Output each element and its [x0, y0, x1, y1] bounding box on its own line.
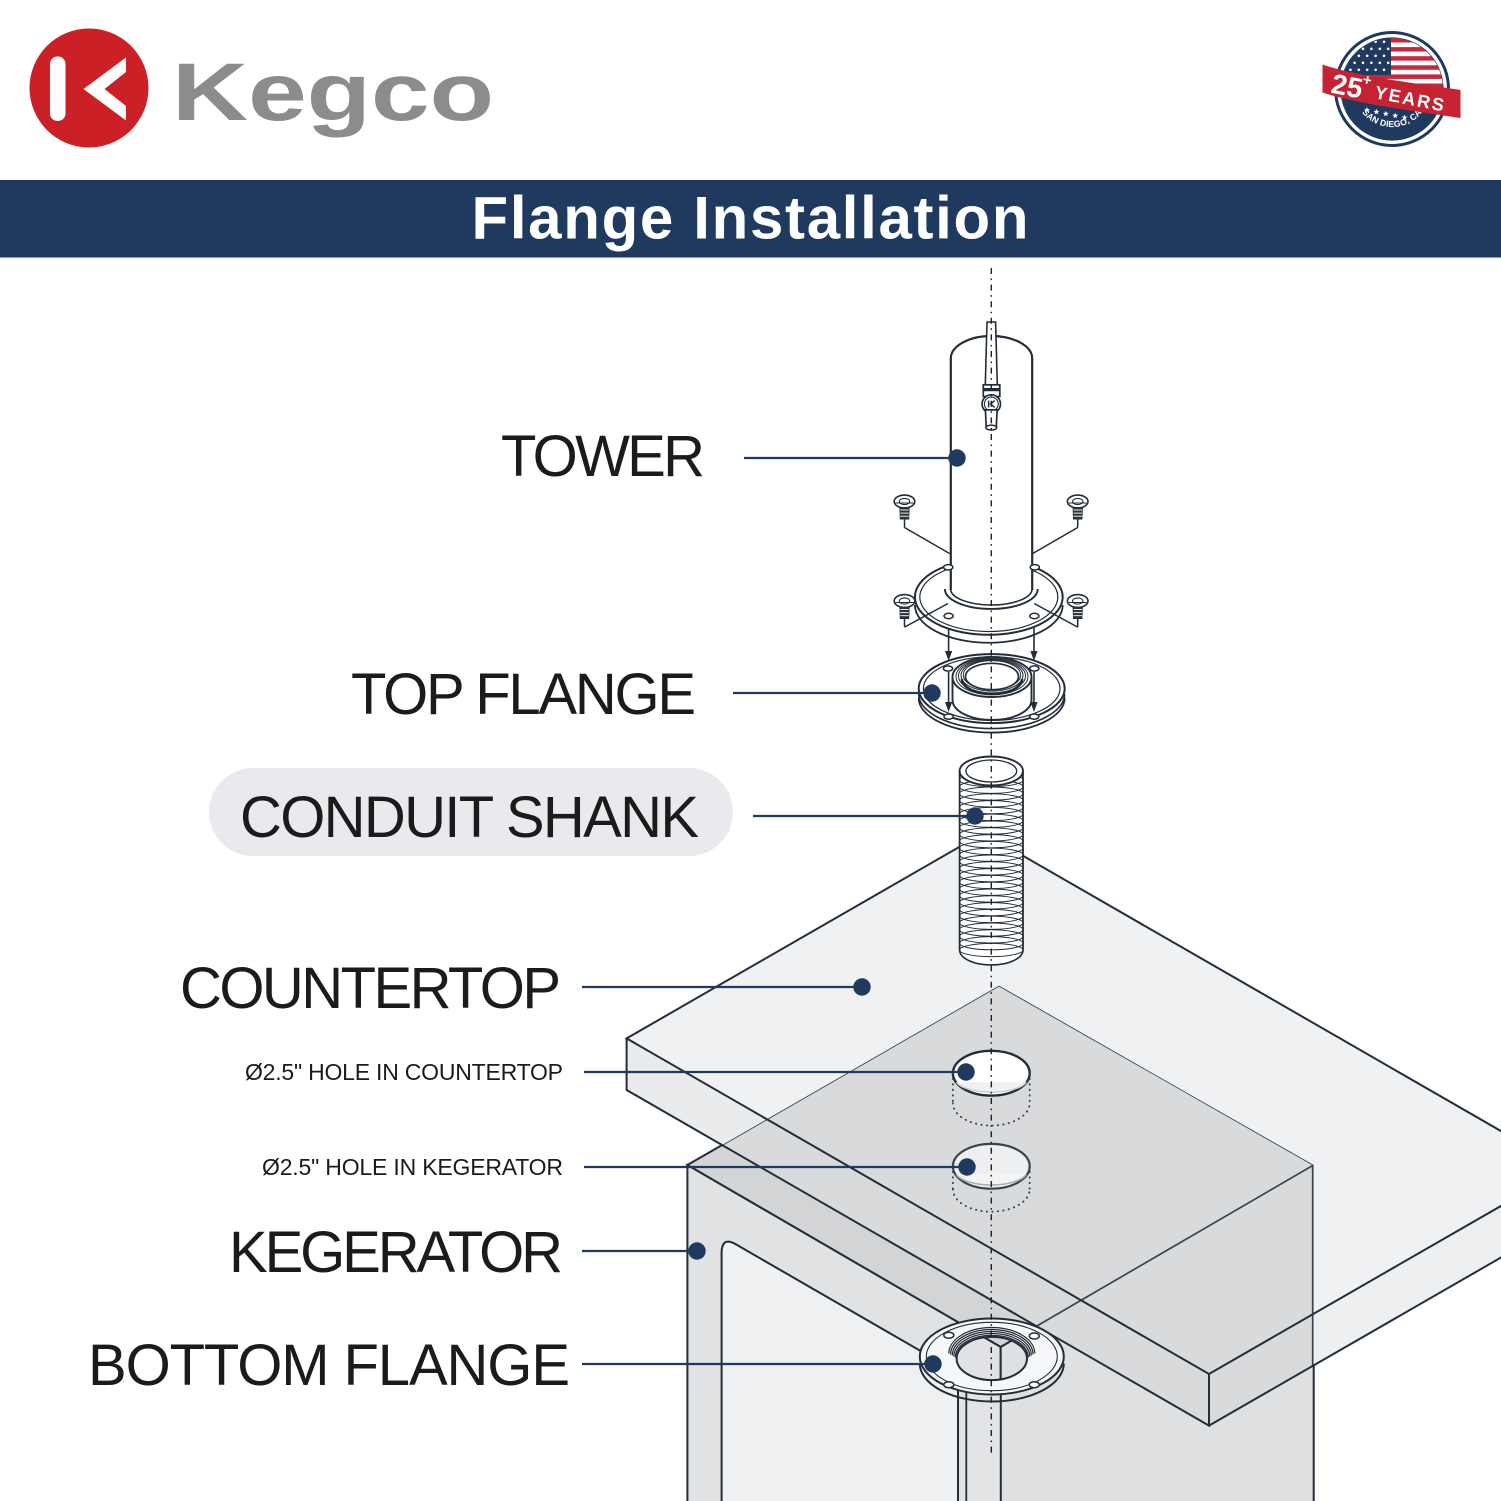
svg-text:CONDUIT SHANK: CONDUIT SHANK [240, 785, 699, 850]
svg-text:BOTTOM FLANGE: BOTTOM FLANGE [88, 1333, 570, 1398]
svg-text:Ø2.5" HOLE IN COUNTERTOP: Ø2.5" HOLE IN COUNTERTOP [245, 1059, 563, 1085]
svg-text:COUNTERTOP: COUNTERTOP [180, 956, 561, 1021]
svg-text:TOP FLANGE: TOP FLANGE [351, 662, 696, 727]
svg-text:Kegco: Kegco [172, 47, 494, 138]
svg-text:25: 25 [1329, 68, 1365, 104]
svg-text:+: + [1361, 71, 1373, 89]
svg-text:Ø2.5" HOLE IN KEGERATOR: Ø2.5" HOLE IN KEGERATOR [262, 1154, 563, 1180]
svg-text:KEGERATOR: KEGERATOR [229, 1220, 563, 1285]
svg-text:Flange Installation: Flange Installation [472, 185, 1029, 252]
svg-text:TOWER: TOWER [501, 424, 705, 489]
